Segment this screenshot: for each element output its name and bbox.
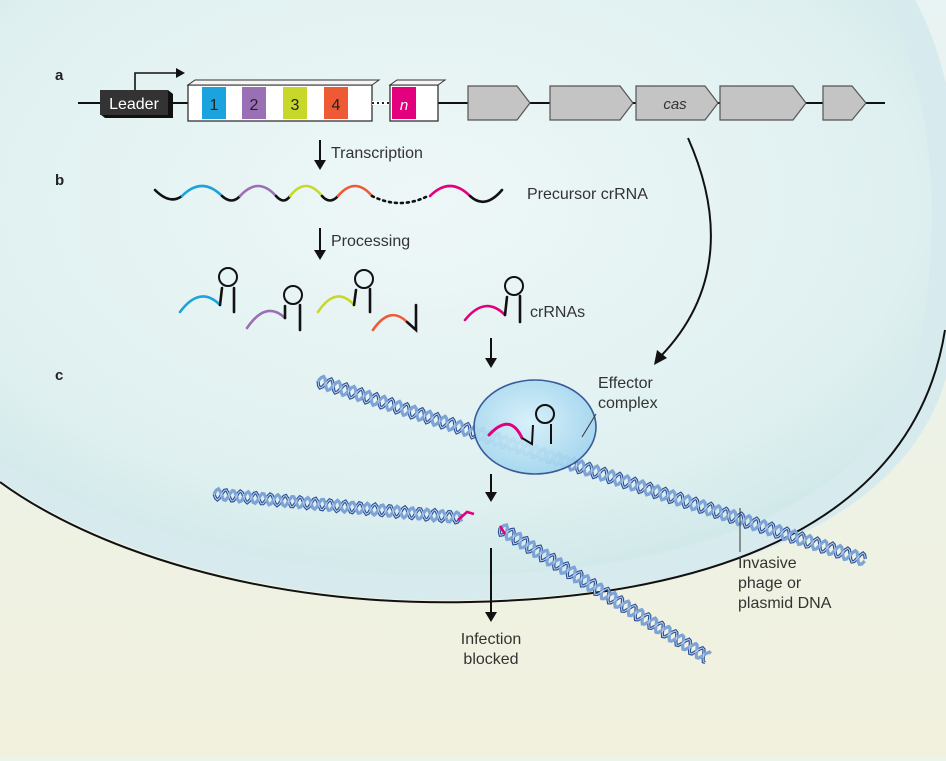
blocked-arrow-head xyxy=(485,612,497,622)
processing-label: Processing xyxy=(331,233,410,250)
blocked-label-line2: blocked xyxy=(463,651,518,668)
dna-strand xyxy=(212,486,464,524)
panel-label-a: a xyxy=(55,67,64,84)
spacer-label-3: 3 xyxy=(291,97,300,114)
crrna-n xyxy=(463,276,524,324)
crrnas-label: crRNAs xyxy=(530,304,585,321)
processing-arrow-head xyxy=(314,250,326,260)
crrna-4 xyxy=(371,303,418,333)
cleaved-dna-left xyxy=(212,486,464,525)
crrna-arrow-head xyxy=(485,358,497,368)
promoter-arrow xyxy=(134,72,178,90)
effector-label-line2: complex xyxy=(598,395,658,412)
cleaved-dna-right xyxy=(497,523,712,665)
spacer-n-top xyxy=(388,79,447,86)
cas-arrow xyxy=(659,137,712,358)
spacer-label-2: 2 xyxy=(250,97,259,114)
effector-crrna-hairpin xyxy=(535,404,555,424)
spacer-label-4: 4 xyxy=(332,97,341,114)
dna-strand xyxy=(499,523,712,660)
transcription-label: Transcription xyxy=(331,145,423,162)
panel-label-c: c xyxy=(55,367,63,384)
cell-interior xyxy=(0,0,932,576)
cas-arrow-head xyxy=(654,350,667,365)
effector-complex xyxy=(473,379,597,475)
spacer-4 xyxy=(324,87,348,119)
cell-membrane xyxy=(0,329,946,604)
array-top xyxy=(186,79,381,86)
spacer-n xyxy=(392,87,416,119)
cas-gene-4 xyxy=(719,85,807,121)
effector-body xyxy=(473,379,597,475)
precursor-label: Precursor crRNA xyxy=(527,186,648,203)
crispr-array: 1 2 3 4 xyxy=(186,79,381,122)
promoter-arrow-head xyxy=(176,68,185,78)
transcription-arrow-head xyxy=(314,160,326,170)
invasive-dna-helix xyxy=(316,374,867,567)
crrna-2 xyxy=(245,285,303,332)
spacer-1 xyxy=(202,87,226,119)
invasive-label-line1: Invasive xyxy=(738,555,797,572)
spacer-2 xyxy=(242,87,266,119)
cut-end-left xyxy=(457,510,475,521)
blocked-label-line1: Infection xyxy=(461,631,521,648)
invasive-label-line2: phage or xyxy=(738,575,802,592)
spacer-label-n: n xyxy=(400,97,408,114)
dna-strand xyxy=(317,378,866,563)
panel-label-b: b xyxy=(55,172,64,189)
dna-strand xyxy=(213,489,463,524)
crrna-3 xyxy=(316,269,374,314)
spacer-label-1: 1 xyxy=(210,97,219,114)
cut-end-right xyxy=(498,525,507,535)
effector-leader-line xyxy=(581,413,597,438)
effector-crrna-repeat xyxy=(521,424,534,446)
precursor-crrna xyxy=(153,184,504,205)
cas-gene-3 xyxy=(635,85,719,121)
cas-gene-5 xyxy=(822,85,867,121)
effector-label-line1: Effector xyxy=(598,375,654,392)
invasive-label-line3: plasmid DNA xyxy=(738,595,832,612)
cas-gene-1 xyxy=(467,85,531,121)
spacer-n-block: n xyxy=(388,79,447,122)
cas-genes: cas xyxy=(467,85,867,121)
leader-box xyxy=(100,90,168,115)
cas-label: cas xyxy=(663,96,687,113)
dna-strand xyxy=(498,527,706,663)
leader-label: Leader xyxy=(109,96,159,113)
spacer-3 xyxy=(283,87,307,119)
cas-gene-2 xyxy=(549,85,634,121)
effector-crrna-spacer xyxy=(487,422,524,440)
cleavage-arrow-head xyxy=(485,492,497,502)
crrna-1 xyxy=(178,267,238,314)
